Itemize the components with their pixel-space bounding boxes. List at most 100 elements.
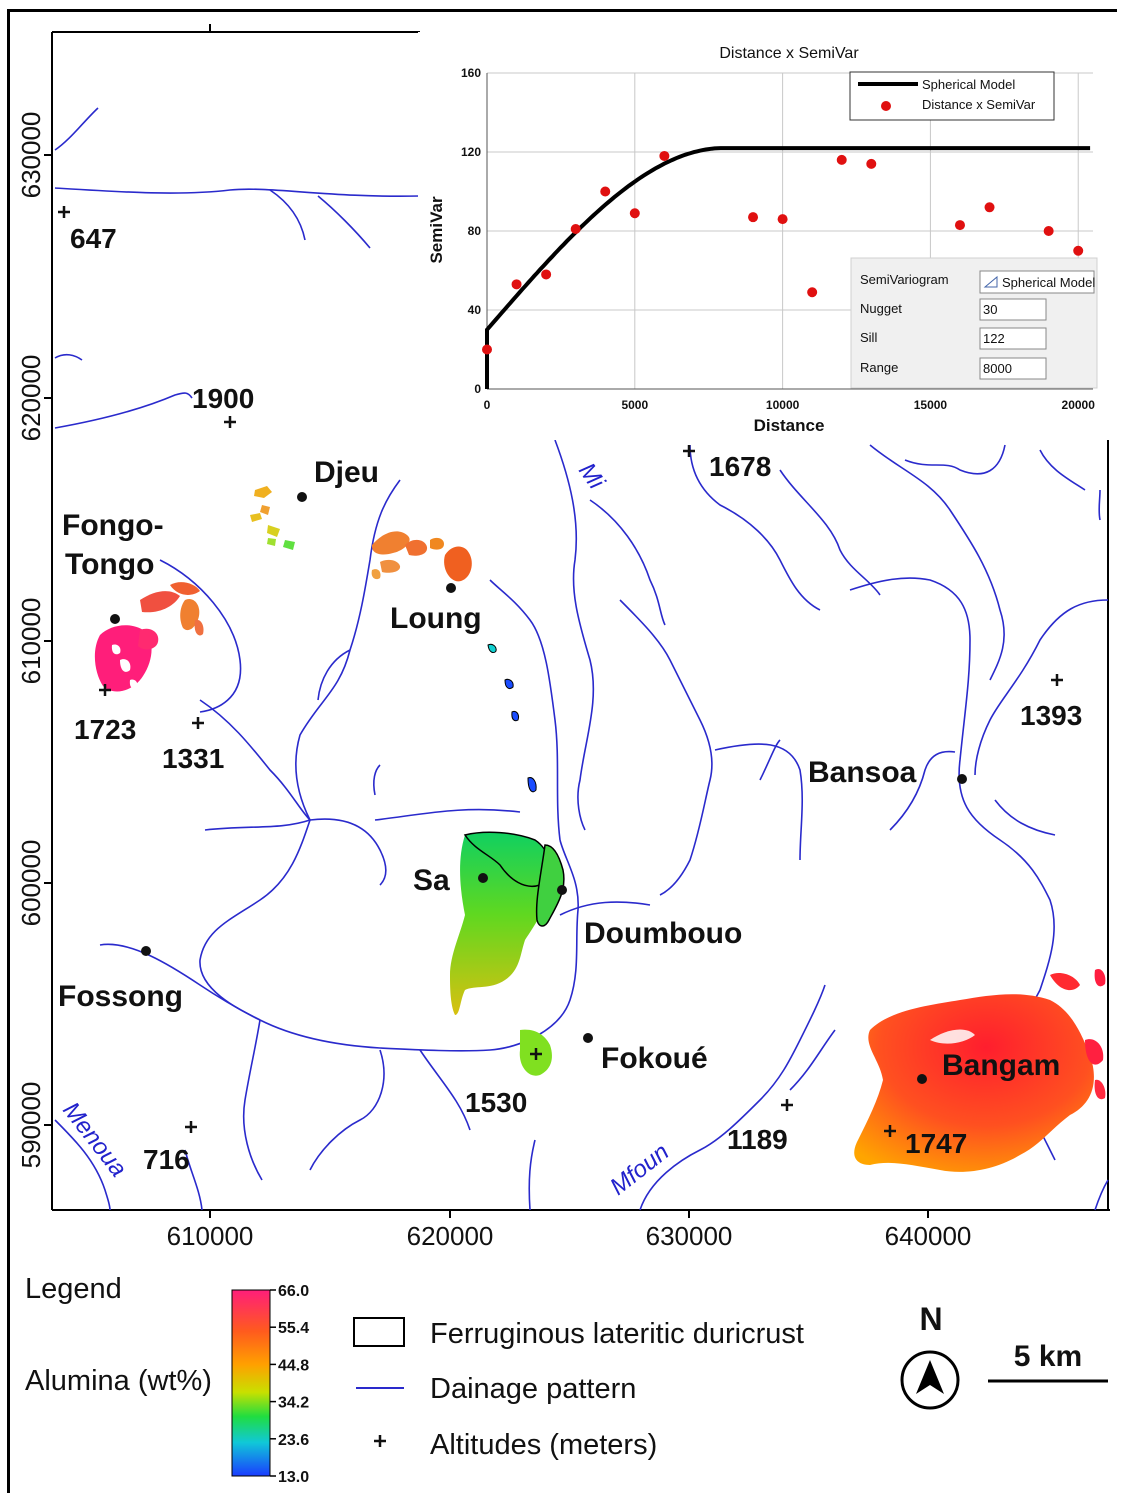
colorbar-tick-4: 23.6 bbox=[278, 1432, 309, 1449]
inset-y-tick-2: 80 bbox=[468, 224, 482, 238]
inset-title: Distance x SemiVar bbox=[719, 45, 859, 62]
legend-item-drainage: Dainage pattern bbox=[430, 1373, 636, 1405]
dot-doumbouo bbox=[557, 885, 567, 895]
inset-x-tick-0: 0 bbox=[484, 398, 491, 412]
x-tick-630000: 630000 bbox=[646, 1221, 733, 1251]
patch-bangam bbox=[854, 968, 1106, 1172]
semivar-point-5 bbox=[629, 208, 640, 219]
colorbar-tick-3: 34.2 bbox=[278, 1395, 309, 1412]
y-tick-600000: 600000 bbox=[16, 840, 46, 927]
panel-range-label: Range bbox=[860, 360, 898, 375]
label-loung: Loung bbox=[390, 602, 482, 635]
inset-x-tick-4: 20000 bbox=[1062, 398, 1096, 412]
semivar-point-11 bbox=[866, 158, 877, 169]
patch-loung-south bbox=[487, 643, 537, 793]
semivar-point-0 bbox=[482, 344, 492, 355]
inset-xlabel: Distance bbox=[754, 416, 825, 435]
nugget-input[interactable] bbox=[979, 298, 1047, 321]
label-doumbouo: Doumbouo bbox=[584, 917, 742, 950]
drainage-network bbox=[54, 107, 1109, 1211]
range-input[interactable] bbox=[979, 357, 1047, 380]
label-tongo: Tongo bbox=[65, 548, 154, 581]
semivar-point-3 bbox=[570, 224, 581, 235]
patch-loung bbox=[371, 531, 472, 582]
x-tick-640000: 640000 bbox=[885, 1221, 972, 1251]
panel-sill-value: 122 bbox=[983, 331, 1005, 346]
alt-1723: 1723 bbox=[74, 714, 136, 745]
label-fokoue: Fokoué bbox=[601, 1042, 708, 1075]
alumina-colorbar bbox=[231, 1289, 271, 1477]
north-label: N bbox=[919, 1301, 942, 1337]
panel-semivariogram-value: Spherical Model bbox=[1002, 275, 1095, 290]
alumina-patches bbox=[94, 486, 1106, 1172]
inset-ylabel: SemiVar bbox=[427, 196, 446, 263]
map-legend: Legend Alumina (wt%) 66.055.444.834.223.… bbox=[25, 1273, 1108, 1486]
patch-sa bbox=[450, 831, 565, 1076]
sill-input[interactable] bbox=[979, 327, 1047, 350]
label-fossong: Fossong bbox=[58, 980, 183, 1013]
x-tick-620000: 620000 bbox=[407, 1221, 494, 1251]
semivariogram-select[interactable] bbox=[979, 270, 1095, 294]
duricrust-swatch bbox=[353, 1317, 405, 1347]
inset-y-tick-3: 120 bbox=[461, 145, 481, 159]
patch-djeu bbox=[250, 486, 295, 550]
dot-bangam bbox=[917, 1074, 927, 1084]
map-area: Djeu Fongo- Tongo Loung Bansoa Sa Doumbo… bbox=[16, 24, 1110, 1251]
inset-x-tick-3: 15000 bbox=[914, 398, 948, 412]
river-mi: Mi bbox=[573, 458, 610, 495]
alt-1189: 1189 bbox=[727, 1124, 788, 1155]
inset-y-tick-1: 40 bbox=[468, 303, 482, 317]
semivar-point-12 bbox=[954, 220, 965, 231]
legend-points-swatch bbox=[881, 101, 891, 111]
semivariogram-panel: SemiVariogram Spherical Model Nugget 30 … bbox=[850, 257, 1098, 389]
semivar-point-14 bbox=[1043, 226, 1054, 236]
x-tick-610000: 610000 bbox=[167, 1221, 254, 1251]
alt-1530: 1530 bbox=[465, 1087, 527, 1118]
colorbar-tick-2: 44.8 bbox=[278, 1357, 309, 1374]
spherical-model-line bbox=[485, 146, 1091, 389]
map-axis-y: 630000 620000 610000 600000 590000 bbox=[16, 112, 52, 1169]
semivar-point-7 bbox=[748, 212, 759, 223]
alt-716: 716 bbox=[143, 1144, 190, 1175]
scale-label: 5 km bbox=[1014, 1340, 1082, 1373]
semivar-point-13 bbox=[984, 202, 995, 213]
label-bansoa: Bansoa bbox=[808, 756, 917, 789]
river-menoua: Menoua bbox=[57, 1097, 132, 1182]
semivar-point-15 bbox=[1073, 245, 1084, 256]
place-labels: Djeu Fongo- Tongo Loung Bansoa Sa Doumbo… bbox=[58, 456, 1060, 1082]
colorbar-ticks: 66.055.444.834.223.613.0 bbox=[270, 1283, 309, 1486]
colorbar-title: Alumina (wt%) bbox=[25, 1365, 212, 1397]
semivar-point-9 bbox=[807, 287, 818, 298]
label-bangam: Bangam bbox=[942, 1049, 1060, 1082]
dot-fongo-tongo bbox=[110, 614, 120, 624]
y-tick-620000: 620000 bbox=[16, 355, 46, 442]
label-fongo: Fongo- bbox=[62, 509, 164, 542]
altitude-labels: 647 1900 1678 1723 1331 1393 1530 716 11… bbox=[70, 223, 1082, 1175]
settlement-markers bbox=[110, 492, 967, 1084]
panel-nugget-label: Nugget bbox=[860, 301, 902, 316]
map-axis-x: 610000 620000 630000 640000 bbox=[167, 24, 972, 1251]
dot-loung bbox=[446, 583, 456, 593]
y-tick-590000: 590000 bbox=[16, 1082, 46, 1169]
legend-model-label: Spherical Model bbox=[922, 77, 1015, 92]
semivar-point-4 bbox=[600, 186, 611, 197]
panel-semivariogram-label: SemiVariogram bbox=[860, 272, 949, 287]
alt-1900: 1900 bbox=[192, 383, 254, 414]
semivar-point-2 bbox=[541, 269, 552, 280]
alt-1747: 1747 bbox=[905, 1128, 967, 1159]
dot-sa bbox=[478, 873, 488, 883]
patch-fongo-tongo bbox=[94, 582, 204, 692]
inset-x-tick-1: 5000 bbox=[621, 398, 648, 412]
altitude-swatch bbox=[374, 1435, 386, 1447]
colorbar-tick-0: 66.0 bbox=[278, 1283, 309, 1300]
dot-djeu bbox=[297, 492, 307, 502]
semivar-point-10 bbox=[836, 154, 847, 165]
panel-nugget-value: 30 bbox=[983, 302, 997, 317]
semivar-point-1 bbox=[511, 279, 522, 290]
semivar-point-8 bbox=[777, 214, 788, 225]
panel-sill-label: Sill bbox=[860, 330, 877, 345]
panel-range-value: 8000 bbox=[983, 361, 1012, 376]
alt-1331: 1331 bbox=[162, 743, 224, 774]
